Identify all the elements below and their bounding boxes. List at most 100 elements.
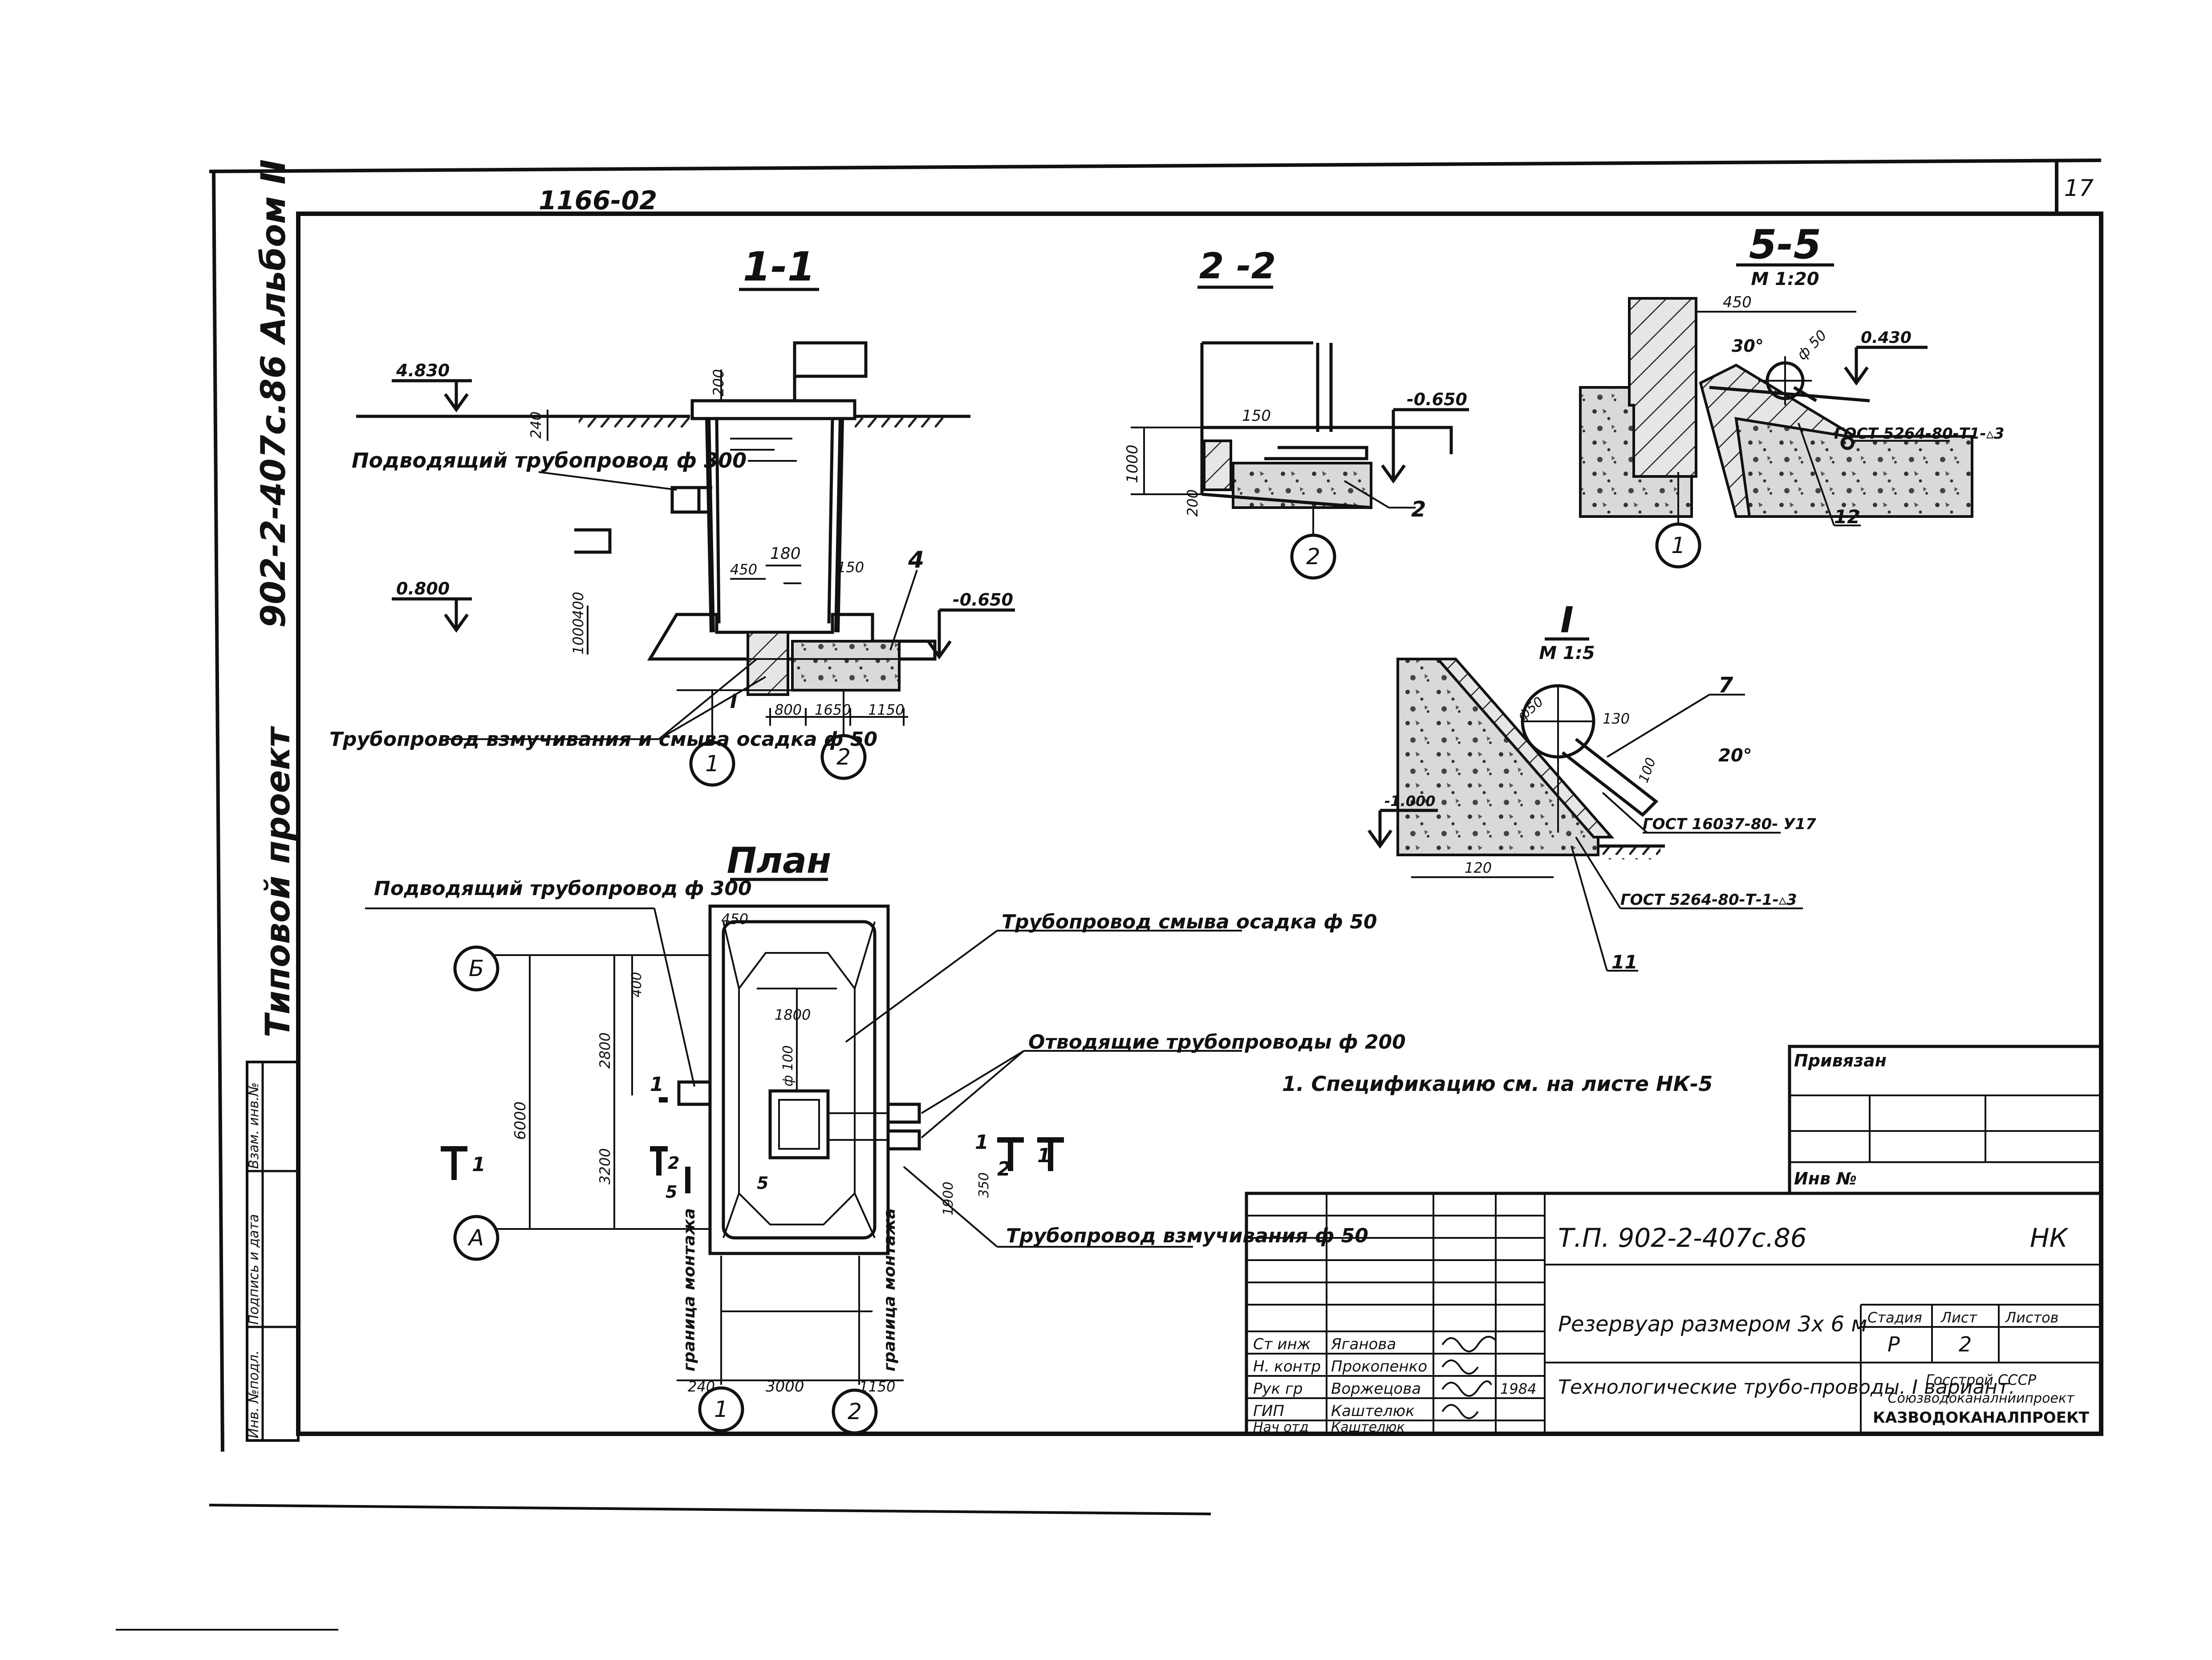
- stamp-signature-date: Подпись и дата: [246, 1214, 262, 1325]
- plan-mount-left: граница монтажа: [680, 1208, 698, 1371]
- stamp-inv-podl: Инв. №подл.: [246, 1351, 262, 1438]
- title-doc-code: Т.П. 902-2-407с.86: [1558, 1223, 1807, 1253]
- plan-label-outlet: Отводящие трубопроводы ф 200: [1028, 1031, 1406, 1054]
- title-year: 1984: [1500, 1380, 1536, 1397]
- dim-I-angle: 20°: [1718, 745, 1752, 766]
- svg-text:1: 1: [975, 1131, 989, 1154]
- title-block: Ст инж Яганова Н. контр Прокопенко Рук г…: [1245, 1192, 2103, 1436]
- section-5-5: 5-5 М 1:20 450 30° ф 50 0.430 ГОСТ 5264-…: [1579, 221, 2004, 569]
- svg-text:Б: Б: [469, 956, 484, 981]
- person-name-3: Каштелюк: [1331, 1402, 1415, 1420]
- section-1-1-title: 1-1: [743, 244, 816, 290]
- detail-I: I М 1:5 ф50 130 20° 100 120 -1.000 7 ГОС…: [1368, 599, 1816, 973]
- section-5-5-scale: М 1:20: [1751, 269, 1819, 289]
- axis-bubble-A: [453, 1215, 499, 1261]
- dim-1650: 1650: [815, 701, 851, 718]
- plan-mount-right: граница монтажа: [881, 1208, 899, 1371]
- svg-text:2: 2: [848, 1399, 862, 1424]
- svg-text:2: 2: [1306, 544, 1320, 570]
- axis-bubble-5-5: [1655, 522, 1701, 569]
- dim-1000: 1000: [570, 618, 587, 655]
- axis-bubble-2-2: [1290, 533, 1336, 580]
- person-role-1: Н. контр: [1253, 1358, 1321, 1375]
- plan-dim-450: 450: [721, 911, 748, 928]
- dim-800: 800: [775, 701, 802, 718]
- plan-cut-markers: 1 2 5 5 2 1 1 1: [441, 1073, 1064, 1202]
- dim-400: 400: [570, 592, 587, 619]
- dim-150: 150: [837, 559, 864, 576]
- project-type-label: Типовой проект: [258, 726, 297, 1038]
- title-sheet: 2: [1959, 1332, 1972, 1356]
- axis-bubble-1-plan: [698, 1386, 744, 1432]
- title-stage-label: Стадия: [1867, 1309, 1922, 1326]
- spec-note: 1. Спецификацию см. на листе НК-5: [1282, 1072, 1713, 1096]
- dim-I-130: 130: [1603, 710, 1630, 727]
- svg-text:1: 1: [1037, 1144, 1051, 1167]
- svg-text:1: 1: [714, 1396, 728, 1422]
- axis-bubble-B: [453, 945, 499, 992]
- detail-I-scale: М 1:5: [1539, 643, 1595, 663]
- sheet-number: 17: [2064, 175, 2094, 202]
- person-role-2: Рук гр: [1253, 1380, 1303, 1398]
- plan-view: План Б А 1 2 45: [365, 840, 1406, 1435]
- stamp-vzam-inv: Взам. инв.№: [246, 1082, 262, 1169]
- sheet-number-box: 17: [2064, 175, 2094, 202]
- binding-block: Привязан Инв №: [1788, 1045, 2103, 1195]
- bind-attached: Привязан: [1794, 1051, 1887, 1070]
- svg-text:2: 2: [668, 1153, 679, 1173]
- svg-text:2: 2: [997, 1158, 1011, 1180]
- svg-text:1: 1: [650, 1073, 664, 1096]
- dim-1150: 1150: [868, 701, 904, 718]
- gost-I-1: ГОСТ 16037-80- У17: [1643, 815, 1816, 833]
- person-name-2: Воржецова: [1331, 1380, 1421, 1398]
- callout-7: 7: [1718, 673, 1733, 698]
- plan-dim-6000: 6000: [511, 1101, 529, 1140]
- plan-label-inlet: Подводящий трубопровод ф 300: [374, 877, 752, 900]
- title-brand: НК: [2030, 1223, 2069, 1253]
- title-org-1: Госстрой СССР: [1926, 1371, 2037, 1388]
- svg-text:1: 1: [1671, 533, 1685, 558]
- callout-11: 11: [1611, 951, 1637, 973]
- plan-dim-3200: 3200: [597, 1148, 613, 1184]
- level-mark-2-2: -0.650: [1407, 390, 1467, 409]
- plan-label-stir: Трубопровод взмучивания ф 50: [1006, 1225, 1368, 1247]
- plan-dim-350: 350: [976, 1172, 992, 1198]
- callout-12: 12: [1834, 506, 1860, 528]
- person-role-3: ГИП: [1253, 1402, 1284, 1420]
- dim-200: 200: [710, 369, 727, 396]
- dim-240: 240: [528, 411, 544, 439]
- title-stage: Р: [1887, 1332, 1900, 1356]
- dim-5-5-angle: 30°: [1732, 336, 1764, 356]
- svg-text:1: 1: [472, 1153, 486, 1176]
- level-mark-0800: 0.800: [392, 579, 472, 633]
- title-org-2: Союзводоканалниипроект: [1888, 1391, 2075, 1406]
- doc-code-top: 1166-02: [539, 185, 657, 216]
- callout-2: 2: [1411, 497, 1426, 522]
- dim-450: 450: [730, 561, 757, 578]
- svg-text:А: А: [467, 1225, 484, 1251]
- section-2-2: 2 -2 1000 200 150 -0.650 2 2: [1124, 245, 1469, 580]
- title-object: Резервуар размером 3х 6 м: [1558, 1312, 1867, 1337]
- side-stamp: Инв. №подл. Подпись и дата Взам. инв.№: [246, 1061, 300, 1442]
- dim-2-2-1000: 1000: [1124, 444, 1141, 483]
- svg-text:2: 2: [836, 744, 851, 770]
- title-drawing: Технологические трубо-проводы. I вариант…: [1558, 1376, 2015, 1399]
- title-org-3: КАЗВОДОКАНАЛПРОЕКТ: [1873, 1409, 2090, 1427]
- dim-180: 180: [770, 545, 801, 563]
- plan-label-flush: Трубопровод смыва осадка ф 50: [1002, 911, 1377, 933]
- dim-I-120: 120: [1465, 859, 1492, 876]
- svg-text:5: 5: [666, 1182, 677, 1202]
- plan-dim-400: 400: [629, 972, 645, 997]
- label-inlet-1-1: Подводящий трубопровод ф 300: [352, 448, 747, 472]
- detail-I-title: I: [1560, 599, 1574, 641]
- section-5-5-title: 5-5: [1749, 221, 1822, 268]
- dim-2-2-200: 200: [1184, 489, 1201, 517]
- level-mark-4830: 4.830: [392, 361, 472, 413]
- person-name-1: Прокопенко: [1331, 1358, 1427, 1375]
- person-role-0: Ст инж: [1253, 1335, 1311, 1353]
- level-mark-5-5: 0.430: [1861, 329, 1912, 347]
- axis-bubble-2-section: [820, 734, 867, 780]
- axis-bubble-2-plan: [832, 1388, 878, 1435]
- person-role-4: Нач отд: [1253, 1420, 1309, 1435]
